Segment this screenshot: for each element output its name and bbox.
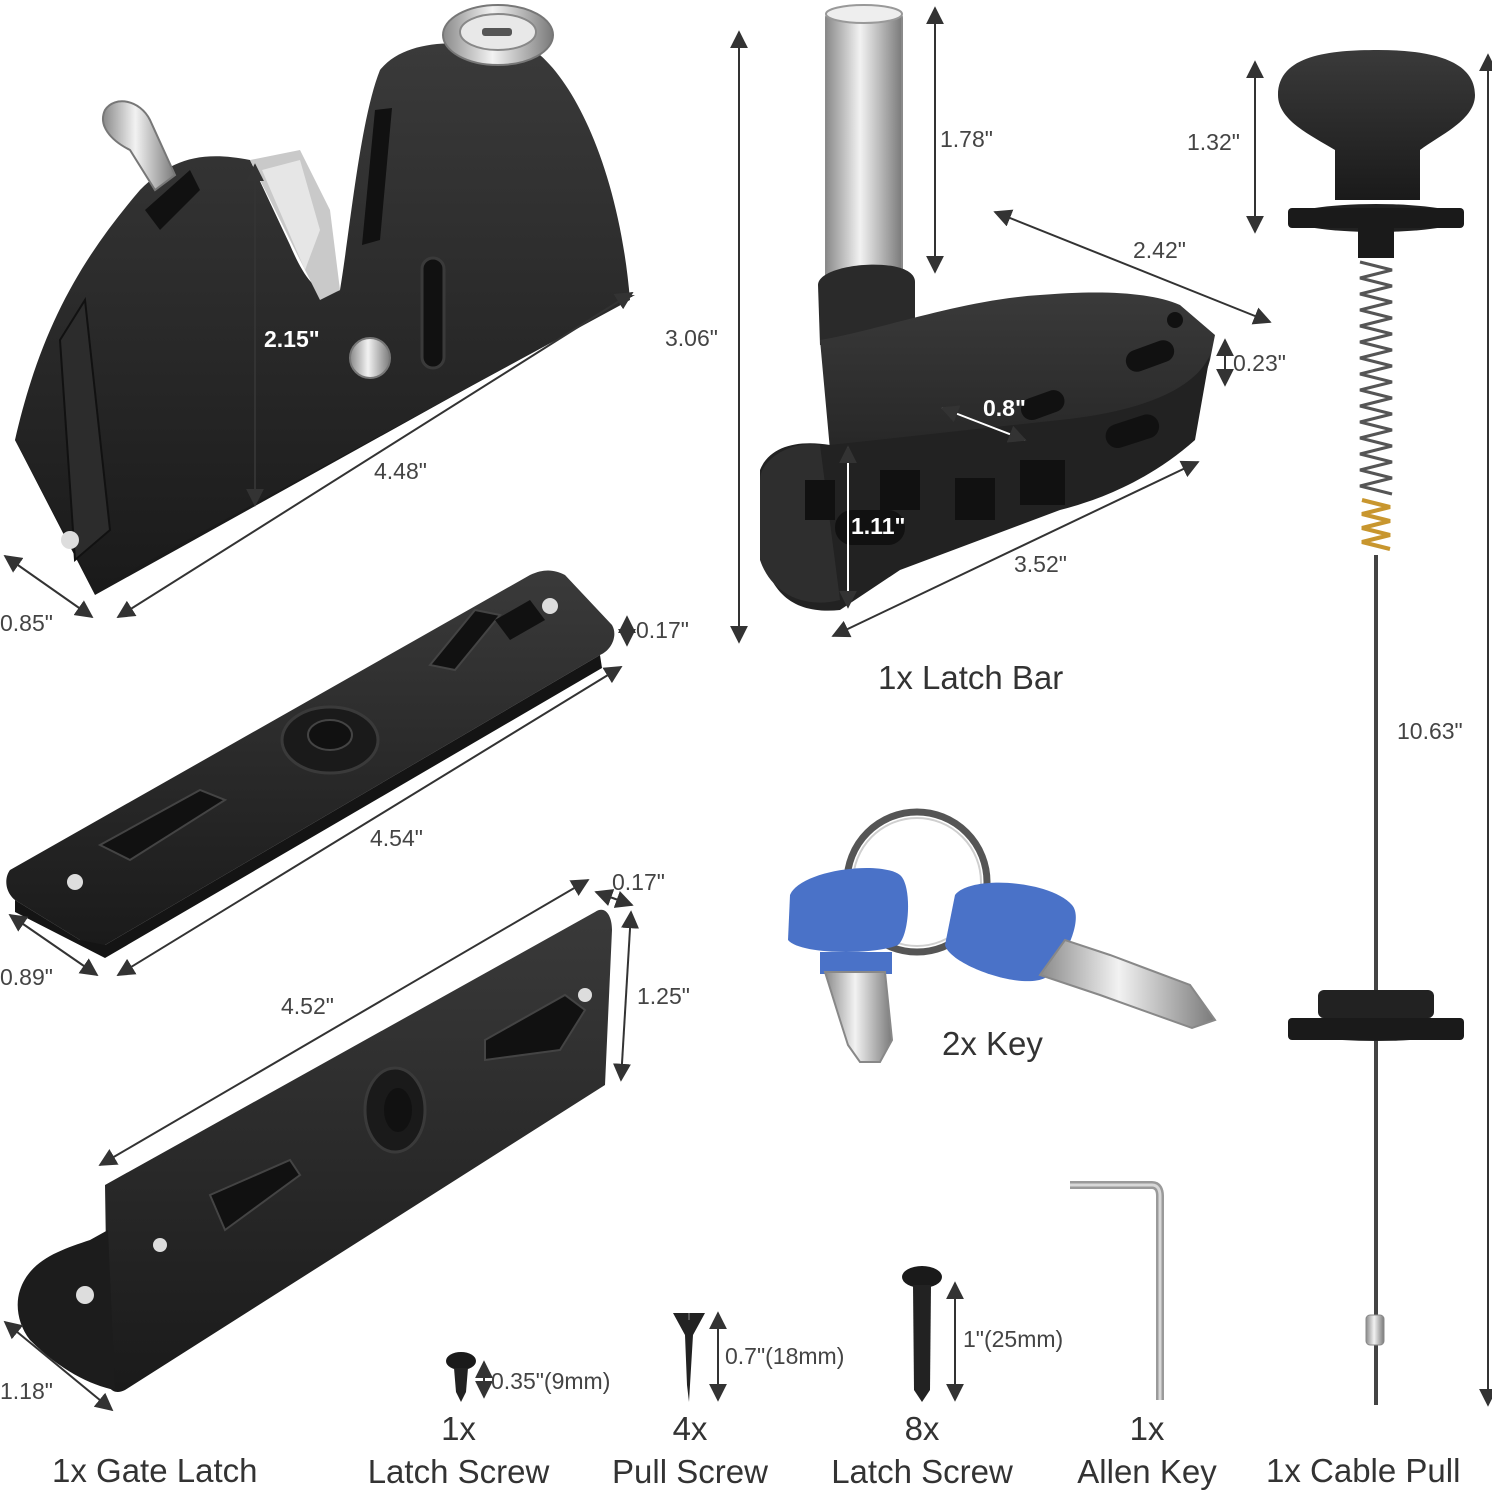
strike-plate-illustration [6, 570, 615, 958]
dim-plate2-length: 4.52" [281, 993, 334, 1019]
caption-pull-screw: 4x Pull Screw [600, 1408, 780, 1494]
dim-latch-bar-slot: 0.8" [983, 395, 1026, 421]
caption-cable-pull: 1x Cable Pull [1266, 1452, 1461, 1489]
dim-latch-screw-small: 0.35"(9mm) [491, 1368, 611, 1394]
caption-qty: 1x [1129, 1410, 1165, 1447]
screw-icon [446, 1352, 476, 1402]
dim-latch-bar-total-height: 3.06" [665, 325, 718, 351]
keys-illustration [788, 808, 1217, 1063]
caption-allen-key: 1x Allen Key [1066, 1408, 1228, 1494]
dim-plate1-width: 0.89" [0, 964, 53, 990]
dim-gate-latch-width: 0.85" [0, 610, 53, 636]
dim-plate2-width: 1.18" [0, 1378, 53, 1404]
dim-plate1-thickness: 0.17" [636, 617, 689, 643]
caption-qty: 8x [904, 1410, 940, 1447]
caption-name: Allen Key [1077, 1452, 1217, 1490]
gate-latch-illustration [15, 4, 635, 595]
dimension-lines [3, 6, 1492, 1412]
caption-key: 2x Key [942, 1025, 1043, 1062]
dim-plate2-height: 1.25" [637, 983, 690, 1009]
caption-name: Latch Screw [831, 1452, 1013, 1490]
screw-icon [902, 1266, 942, 1402]
dim-latch-bar-arm-length: 2.42" [1133, 237, 1186, 263]
dim-plate2-thickness: 0.17" [612, 869, 665, 895]
dim-gate-latch-length: 4.48" [374, 458, 427, 484]
caption-qty: 1x [441, 1410, 476, 1447]
caption-latch-screw-small: 1x Latch Screw [356, 1408, 561, 1494]
caption-name: Pull Screw [612, 1452, 768, 1490]
screw-icon [673, 1313, 705, 1402]
dim-latch-bar-thickness: 0.23" [1233, 350, 1286, 376]
dim-latch-screw-large: 1"(25mm) [963, 1326, 1064, 1352]
caption-gate-latch: 1x Gate Latch [52, 1452, 258, 1489]
dim-cable-knob-height: 1.32" [1187, 129, 1240, 155]
spring-icon [1359, 260, 1393, 496]
dim-plate1-length: 4.54" [370, 825, 423, 851]
dim-latch-bar-pin-height: 1.78" [940, 126, 993, 152]
dim-latch-bar-body-height: 1.11" [851, 513, 906, 539]
allen-key-icon [1070, 1181, 1164, 1400]
bracket-plate-illustration [17, 909, 612, 1392]
dim-pull-screw: 0.7"(18mm) [725, 1343, 845, 1369]
caption-latch-bar: 1x Latch Bar [878, 659, 1064, 696]
dim-latch-bar-base-length: 3.52" [1014, 551, 1067, 577]
dim-gate-latch-height: 2.15" [264, 326, 320, 352]
caption-qty: 4x [672, 1410, 708, 1447]
caption-name: Latch Screw [367, 1452, 550, 1490]
cable-pull-illustration [1278, 50, 1475, 1405]
dim-cable-length: 10.63" [1397, 718, 1463, 744]
caption-latch-screw-large: 8x Latch Screw [818, 1408, 1026, 1494]
latch-bar-illustration [760, 4, 1215, 611]
